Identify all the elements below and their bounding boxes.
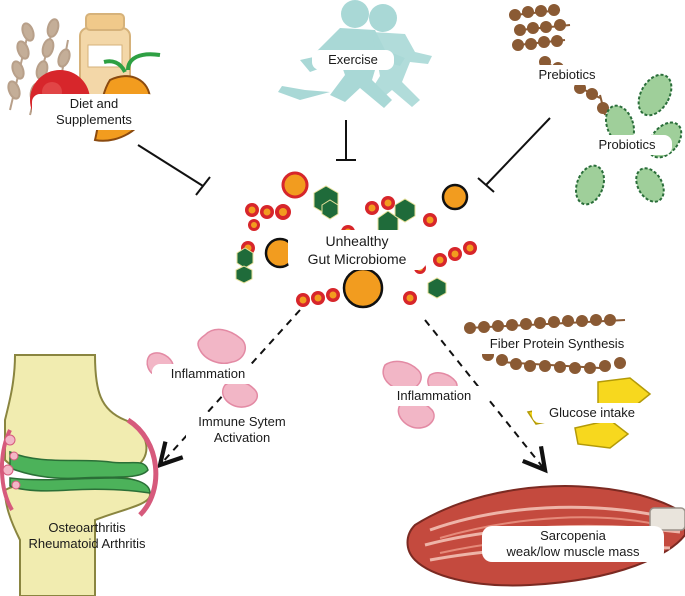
immune-activation-label: Immune Sytem Activation (186, 412, 298, 448)
prebiotics-fiber-icon (509, 4, 609, 116)
joint-outcome-label: Osteoarthritis Rheumatoid Arthritis (28, 520, 146, 551)
exercise-label: Exercise (312, 50, 394, 70)
probiotics-label: Probiotics (582, 135, 672, 155)
microbiome-label: Unhealthy Gut Microbiome (288, 230, 426, 270)
joint-icon (0, 354, 159, 596)
inflammation-right-label: Inflammation (378, 386, 490, 406)
diet-label: Diet and Supplements (32, 94, 156, 130)
fiber-chains-icon (464, 314, 631, 374)
diet-inhibit-line (137, 144, 204, 187)
prebiotics-inhibit-line (485, 117, 551, 186)
inflammation-left-label: Inflammation (152, 364, 264, 384)
muscle-outcome-label: Sarcopenia weak/low muscle mass (482, 526, 664, 562)
microbe-red-rings (241, 196, 477, 307)
prebiotics-label: Prebiotics (522, 65, 612, 85)
inhibition-lines (137, 117, 551, 196)
microbe-large-rings (264, 171, 469, 309)
fiber-protein-label: Fiber Protein Synthesis (466, 334, 648, 354)
microbiome-cluster (235, 171, 477, 309)
glucose-icon (526, 377, 652, 449)
glucose-intake-label: Glucose intake (532, 403, 652, 423)
probiotics-bacteria-icon (574, 73, 683, 206)
